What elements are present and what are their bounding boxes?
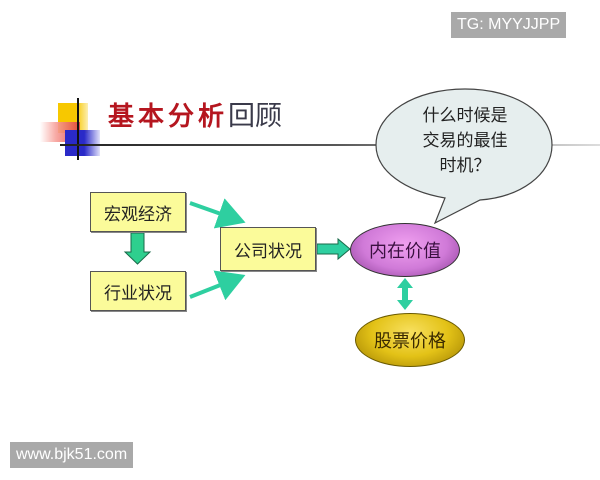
arrow-company-to-intrinsic <box>316 237 351 261</box>
node-macro-economy: 宏观经济 <box>90 192 186 232</box>
arrow-intrinsic-price <box>397 278 413 310</box>
title-deco-blue-square <box>65 130 100 156</box>
bubble-line-2: 交易的最佳 <box>422 131 508 151</box>
node-industry-status: 行业状况 <box>90 271 186 311</box>
speech-bubble-text: 什么时候是 交易的最佳 时机？ <box>395 104 535 179</box>
bubble-line-3: 时机？ <box>439 156 491 176</box>
title-underline <box>60 144 600 146</box>
slide-title: 基本分析回顾 <box>108 100 282 134</box>
title-rest: 回顾 <box>228 101 283 132</box>
arrow-macro-to-industry <box>123 232 152 265</box>
title-highlight: 基本分析 <box>108 102 229 132</box>
node-stock-price: 股票价格 <box>355 313 465 367</box>
arrow-macro-to-company <box>189 198 246 229</box>
title-deco-vertical-line <box>77 98 79 160</box>
watermark-tg: TG: MYYJJPP <box>451 12 567 38</box>
speech-bubble-shape <box>375 88 553 225</box>
arrow-industry-to-company <box>189 270 246 301</box>
watermark-url: www.bjk51.com <box>10 442 134 468</box>
bubble-line-1: 什么时候是 <box>422 106 508 126</box>
node-intrinsic-value: 内在价值 <box>350 223 460 277</box>
node-company-status: 公司状况 <box>220 227 316 271</box>
